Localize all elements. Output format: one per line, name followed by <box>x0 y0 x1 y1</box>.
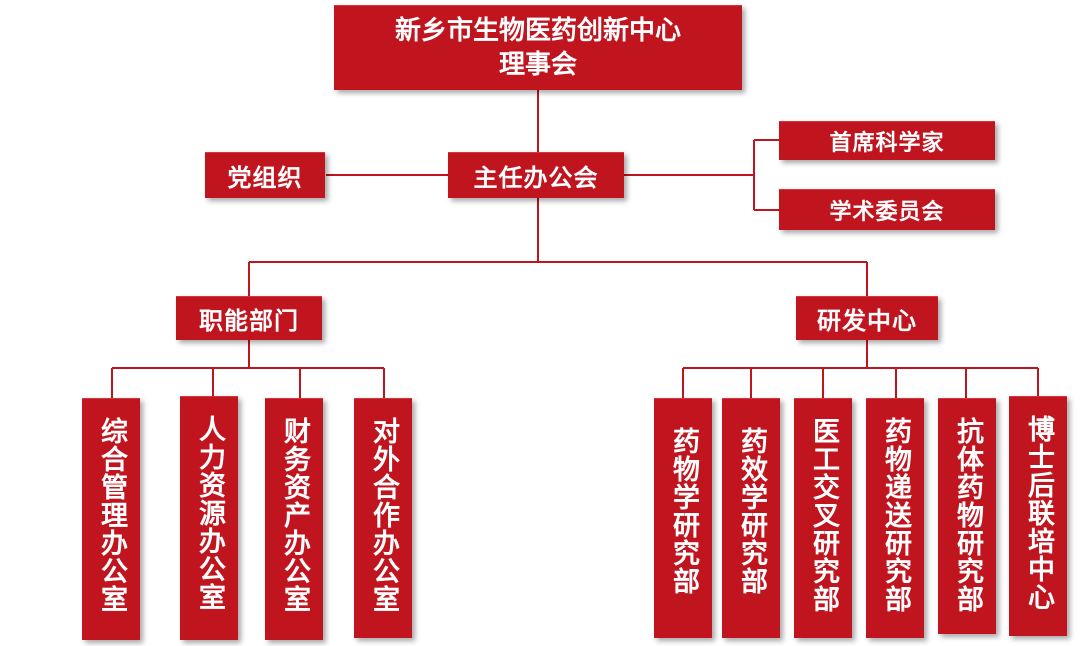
office-hr: 人力资源办公室 <box>180 396 238 640</box>
rd-dept-pharmacology: 药物学研究部 <box>654 398 712 638</box>
rd-dept-postdoc: 博士后联培中心 <box>1009 396 1067 636</box>
office-external-cooperation: 对外合作办公室 <box>354 398 412 638</box>
rd-dept-label: 药效学研究部 <box>736 427 767 595</box>
rd-dept-label: 博士后联培中心 <box>1023 415 1054 611</box>
academic-committee-box: 学术委员会 <box>779 189 995 230</box>
functional-dept-label: 职能部门 <box>199 307 299 335</box>
rd-dept-med-engineering: 医工交叉研究部 <box>794 398 852 638</box>
party-label: 党组织 <box>227 164 303 192</box>
director-office-box: 主任办公会 <box>448 152 624 198</box>
office-general-admin: 综合管理办公室 <box>82 398 140 640</box>
office-finance: 财务资产办公室 <box>265 398 323 640</box>
chief-scientist-box: 首席科学家 <box>779 121 995 160</box>
rd-dept-label: 药物递送研究部 <box>880 417 911 613</box>
rd-center-box: 研发中心 <box>796 296 938 340</box>
rd-dept-drug-delivery: 药物递送研究部 <box>866 398 924 638</box>
office-label: 人力资源办公室 <box>194 415 225 611</box>
chief-scientist-label: 首席科学家 <box>829 131 945 156</box>
rd-dept-pharmacodynamics: 药效学研究部 <box>722 398 780 638</box>
rd-dept-label: 药物学研究部 <box>668 427 699 595</box>
board-title-line1: 新乡市生物医药创新中心 <box>394 16 681 46</box>
party-box: 党组织 <box>205 152 325 198</box>
rd-dept-antibody: 抗体药物研究部 <box>938 398 996 634</box>
office-label: 对外合作办公室 <box>368 417 399 613</box>
rd-dept-label: 医工交叉研究部 <box>808 417 839 613</box>
functional-dept-box: 职能部门 <box>176 296 322 340</box>
academic-committee-label: 学术委员会 <box>829 200 945 225</box>
office-label: 财务资产办公室 <box>279 417 310 613</box>
board-box: 新乡市生物医药创新中心 理事会 <box>334 5 742 90</box>
office-label: 综合管理办公室 <box>96 417 127 613</box>
rd-dept-label: 抗体药物研究部 <box>952 417 983 613</box>
director-office-label: 主任办公会 <box>473 164 599 192</box>
board-title-line2: 理事会 <box>498 50 577 80</box>
rd-center-label: 研发中心 <box>817 307 917 335</box>
